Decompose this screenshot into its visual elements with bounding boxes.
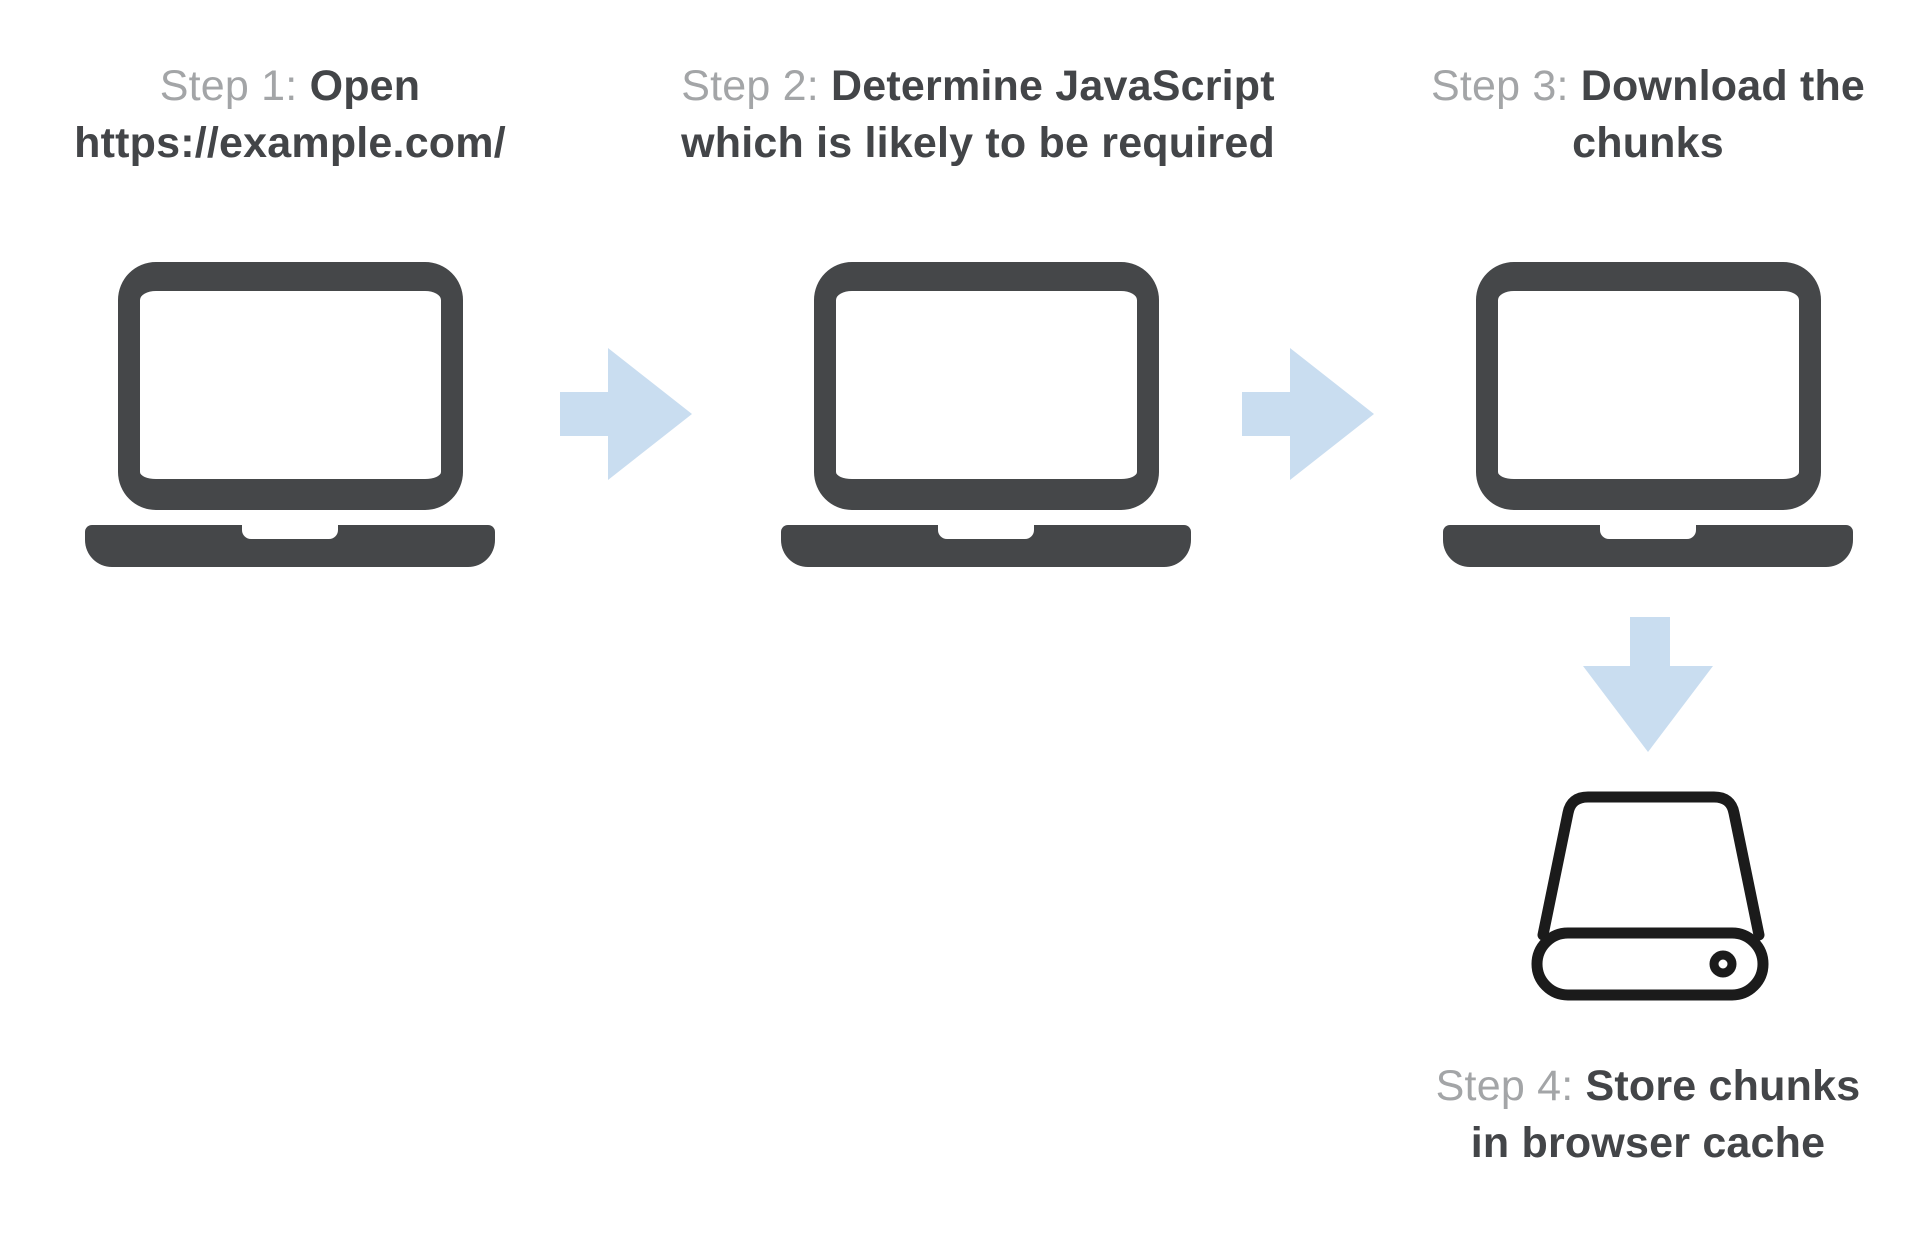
laptop-screen	[1476, 262, 1821, 510]
step-1-title-line1: Open	[309, 62, 421, 110]
laptop-icon	[85, 262, 495, 567]
step-4-prefix: Step 4:	[1435, 1062, 1574, 1110]
drive-indicator-light	[1709, 950, 1737, 978]
laptop-base	[781, 525, 1191, 567]
step-2-title-line2: which is likely to be required	[681, 119, 1275, 167]
arrow-right-icon	[560, 348, 692, 480]
laptop-icon	[781, 262, 1191, 567]
laptop-screen	[814, 262, 1159, 510]
step-4-title-line1: Store chunks	[1585, 1062, 1861, 1110]
laptop-base-notch	[938, 525, 1034, 539]
step-3-title-line1: Download the	[1580, 62, 1866, 110]
step-2-label: Step 2: Determine JavaScript which is li…	[648, 58, 1308, 172]
laptop-base	[1443, 525, 1853, 567]
step-3-title-line2: chunks	[1572, 119, 1724, 167]
laptop-base	[85, 525, 495, 567]
step-4-title-line2: in browser cache	[1470, 1119, 1826, 1167]
laptop-base-notch	[242, 525, 338, 539]
step-4-label: Step 4: Store chunks in browser cache	[1348, 1058, 1916, 1172]
arrow-down-icon	[1583, 617, 1713, 752]
laptop-base-notch	[1600, 525, 1696, 539]
step-3-label: Step 3: Download the chunks	[1348, 58, 1916, 172]
step-1-title-line2: https://example.com/	[74, 119, 506, 167]
step-2-prefix: Step 2:	[681, 62, 819, 110]
drive-body	[1537, 791, 1765, 941]
drive-base	[1531, 927, 1769, 1001]
step-1-label: Step 1: Open https://example.com/	[0, 58, 580, 172]
hard-drive-icon	[1531, 791, 1769, 1001]
laptop-screen	[118, 262, 463, 510]
step-1-prefix: Step 1:	[159, 62, 298, 110]
step-3-prefix: Step 3:	[1430, 62, 1569, 110]
laptop-icon	[1443, 262, 1853, 567]
arrow-right-icon	[1242, 348, 1374, 480]
step-2-title-line1: Determine JavaScript	[831, 62, 1275, 110]
